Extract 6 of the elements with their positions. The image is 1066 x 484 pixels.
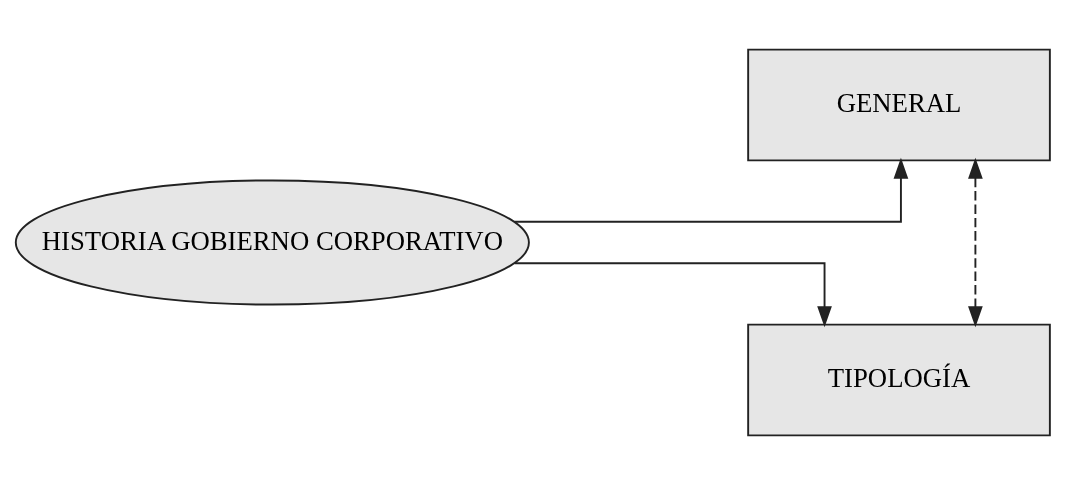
arrow [968,157,983,327]
node-ellipse: HISTORIA GOBIERNO CORPORATIVO [14,179,530,305]
node-box: GENERAL [747,48,1051,161]
node-box: TIPOLOGÍA [747,323,1051,436]
arrow [513,157,909,223]
arrow [513,261,832,327]
